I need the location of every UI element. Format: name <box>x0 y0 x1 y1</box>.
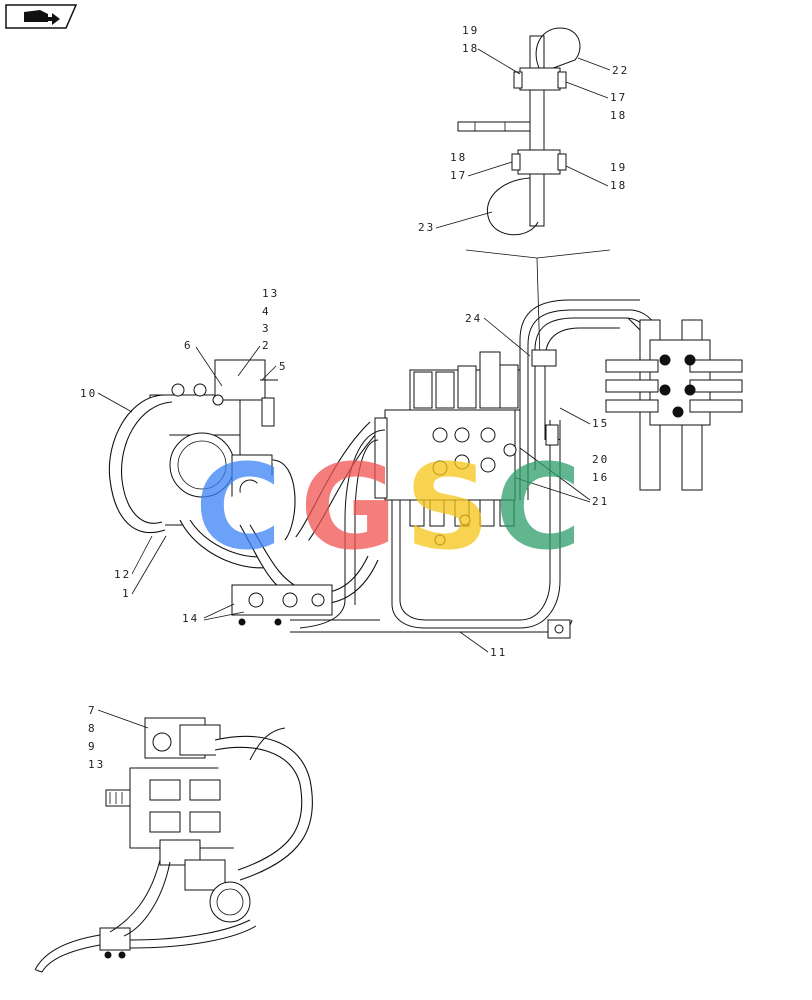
watermark: C G S C <box>195 438 582 576</box>
callout-18-mid-right: 18 <box>610 179 627 192</box>
callout-19-top: 19 <box>462 24 479 37</box>
control-valve <box>374 351 521 546</box>
callout-2: 2 <box>262 339 271 352</box>
callout-9: 9 <box>88 740 97 753</box>
callout-14: 14 <box>182 612 199 625</box>
callout-21: 21 <box>592 495 609 508</box>
callout-18-mid: 18 <box>450 151 467 164</box>
callout-10: 10 <box>80 387 97 400</box>
hydraulic-pump <box>119 359 275 526</box>
callout-19-mid: 19 <box>610 161 627 174</box>
watermark-letter-c-2: C <box>495 438 582 576</box>
watermark-letter-c: C <box>195 438 282 576</box>
book-arrow-icon <box>24 10 60 25</box>
callout-20: 20 <box>592 453 609 466</box>
callout-17-mid: 17 <box>450 169 467 182</box>
callout-5: 5 <box>279 360 288 373</box>
nav-book-button[interactable] <box>5 4 78 29</box>
callout-13-main: 13 <box>262 287 279 300</box>
callout-18-top-right: 18 <box>610 109 627 122</box>
callout-13-bottom: 13 <box>88 758 105 771</box>
manifold-block <box>231 584 333 626</box>
callout-12: 12 <box>114 568 131 581</box>
bracket-detail <box>457 27 611 361</box>
callout-7: 7 <box>88 704 97 717</box>
callout-16: 16 <box>592 471 609 484</box>
callout-4: 4 <box>262 305 271 318</box>
callout-24: 24 <box>465 312 482 325</box>
callout-11: 11 <box>490 646 507 659</box>
callout-15: 15 <box>592 417 609 430</box>
callout-3: 3 <box>262 322 271 335</box>
callout-18-top: 18 <box>462 42 479 55</box>
callout-6: 6 <box>184 339 193 352</box>
callout-1: 1 <box>122 587 131 600</box>
callout-23: 23 <box>418 221 435 234</box>
callout-8: 8 <box>88 722 97 735</box>
callout-17-top: 17 <box>610 91 627 104</box>
watermark-letter-g: G <box>300 438 397 576</box>
watermark-letter-s: S <box>405 438 490 576</box>
callout-22: 22 <box>612 64 629 77</box>
pilot-valve <box>605 317 743 491</box>
